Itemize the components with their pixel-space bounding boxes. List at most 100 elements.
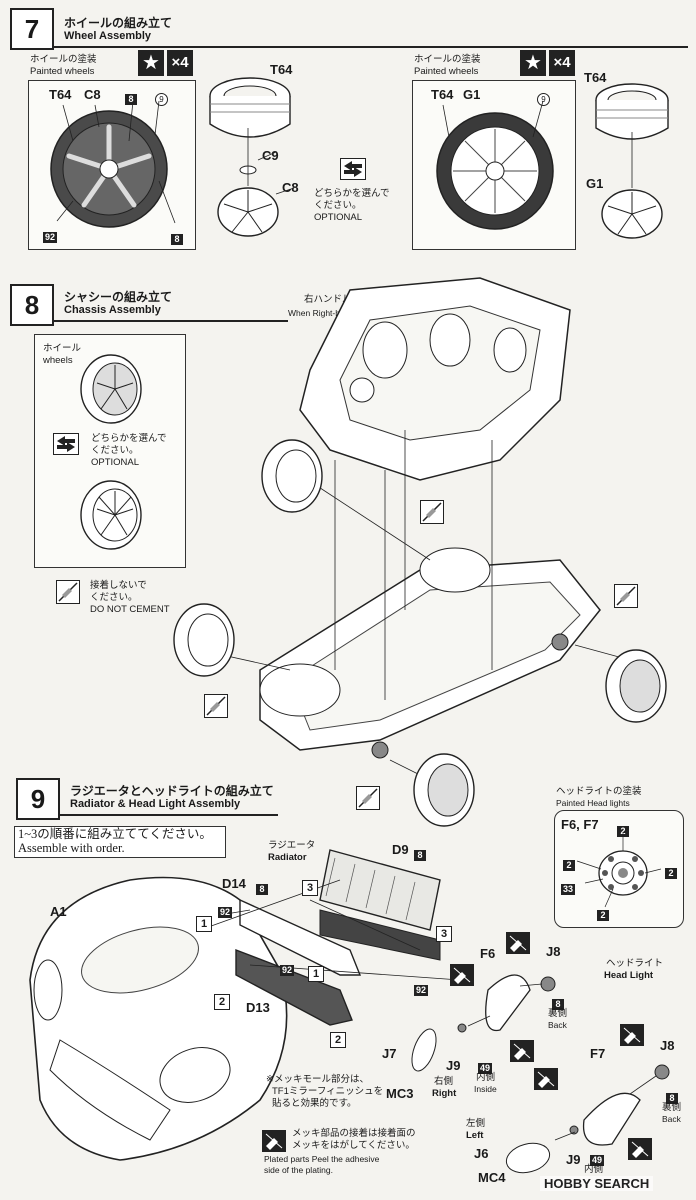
do-not-cement-icon-5 — [356, 786, 380, 810]
step-7-rule — [52, 46, 688, 48]
part-t64-center: T64 — [270, 62, 293, 77]
front-assembly-drawing — [29, 849, 670, 1174]
step-7-title-jp: ホイールの組み立て — [64, 16, 173, 30]
color-8-badge: 8 — [125, 89, 137, 107]
back-jp-b: 裏側 — [662, 1102, 682, 1113]
plating-icon-4 — [534, 1068, 558, 1090]
order-3b: 3 — [436, 926, 452, 942]
rhd-note-en: When Right-hand drive. — [288, 308, 378, 318]
part-t64: T64 — [49, 87, 72, 102]
order-1a: 1 — [196, 916, 212, 932]
wheel-options-box: ホイール wheels どちらかを選んで ください。 OPTIONAL — [34, 334, 186, 568]
step-9-rule — [58, 814, 278, 816]
chassis-wheels — [173, 439, 667, 827]
step-9-title-en: Radiator & Head Light Assembly — [70, 798, 241, 810]
optional-en-b: OPTIONAL — [91, 457, 140, 468]
plating-icon-2 — [450, 964, 474, 986]
plating-jp-1: メッキ部品の接着は接着面の — [292, 1128, 416, 1139]
radiator-jp: ラジエータ — [268, 840, 316, 851]
part-j8-a: J8 — [546, 944, 561, 959]
j8-color-8-a: 8 — [552, 994, 564, 1012]
color-92-badge: 92 — [43, 232, 58, 243]
painted-headlights-en: Painted Head lights — [556, 798, 630, 808]
exploded-wheel-drawing — [209, 77, 295, 237]
silver-wheel-drawing — [436, 100, 554, 230]
part-j9-b: J9 — [566, 1152, 581, 1167]
hl-color-2c: 2 — [665, 863, 677, 881]
order-2a: 2 — [214, 994, 230, 1010]
assemble-order-note: 1~3の順番に組み立ててください。 Assemble with order. — [14, 826, 226, 858]
order-3a: 3 — [302, 880, 318, 896]
plating-icon-legend — [262, 1130, 286, 1152]
order-jp: 1~3の順番に組み立ててください。 — [18, 827, 212, 841]
optional-jp-1b: どちらかを選んで — [91, 433, 167, 444]
painted-wheels-en-right: Painted wheels — [414, 66, 479, 77]
part-j7: J7 — [382, 1046, 397, 1061]
no-cement-jp-1: 接着しないで — [90, 580, 147, 591]
part-j6: J6 — [474, 1146, 489, 1161]
color-9-circle: 9 — [155, 89, 168, 107]
color-92-b: 92 — [280, 965, 295, 976]
wheel-option-drawings — [80, 354, 142, 550]
part-c8: C8 — [84, 87, 101, 102]
dark-wheel-drawing — [50, 100, 176, 228]
step-9-number: 9 — [16, 778, 60, 820]
part-t64-right: T64 — [431, 87, 454, 102]
step-8-title-en: Chassis Assembly — [64, 304, 161, 316]
order-2b: 2 — [330, 1032, 346, 1048]
part-a1: A1 — [50, 904, 67, 919]
part-j9-a: J9 — [446, 1058, 461, 1073]
part-d14: D14 — [222, 876, 246, 891]
times-four-badge-right: ×4 — [549, 50, 575, 76]
times-four-badge: ×4 — [167, 50, 193, 76]
paint-star-icon-right: ★ — [520, 50, 546, 76]
painted-wheel-box-left: T64 C8 8 9 92 8 — [28, 80, 196, 250]
color-92-c: 92 — [414, 985, 429, 996]
painted-wheel-box-right: T64 G1 9 — [412, 80, 576, 250]
back-en-a: Back — [548, 1020, 567, 1030]
d9-color-8: 8 — [414, 845, 426, 863]
color-8-badge-lower: 8 — [171, 229, 183, 247]
j9-color-49-a: 49 — [478, 1063, 493, 1074]
part-d9: D9 — [392, 842, 409, 857]
part-g1: G1 — [463, 87, 481, 102]
mirror-note-3: 貼ると効果的です。 — [272, 1098, 357, 1109]
color-92-a: 92 — [218, 907, 233, 918]
back-jp-a: 裏側 — [548, 1008, 568, 1019]
step-9-title-jp: ラジエータとヘッドライトの組み立て — [70, 784, 274, 798]
hl-color-33: 33 — [561, 884, 576, 895]
optional-en: OPTIONAL — [314, 212, 363, 223]
exploded-wheel-right-drawing — [595, 83, 669, 239]
step-7-title-en: Wheel Assembly — [64, 30, 152, 42]
painted-wheels-en: Painted wheels — [30, 66, 95, 77]
right-en: Right — [432, 1088, 457, 1099]
optional-swap-icon — [340, 158, 366, 180]
no-cement-en: DO NOT CEMENT — [90, 604, 170, 615]
part-f7: F7 — [590, 1046, 606, 1061]
inside-jp-a: 内側 — [476, 1072, 496, 1083]
no-cement-jp-2: ください。 — [90, 592, 138, 603]
step-7-number: 7 — [10, 8, 54, 50]
part-d13: D13 — [246, 1000, 270, 1015]
do-not-cement-icon-3 — [614, 584, 638, 608]
plating-icon-1 — [506, 932, 530, 954]
mirror-note-1: ※メッキモール部分は、 — [266, 1074, 369, 1085]
order-1b: 1 — [308, 966, 324, 982]
paint-star-icon: ★ — [138, 50, 164, 76]
plating-en-1: Plated parts Peel the adhesive — [264, 1154, 380, 1164]
chassis-assembly-drawing — [173, 277, 667, 827]
wheels-en: wheels — [43, 355, 73, 366]
headlight-paint-box: F6, F7 2 2 2 2 33 — [554, 810, 684, 928]
left-jp: 左側 — [466, 1118, 486, 1129]
hl-color-2a: 2 — [617, 821, 629, 839]
order-en: Assemble with order. — [18, 841, 125, 855]
optional-jp-2: ください。 — [314, 200, 362, 211]
step-8-title-jp: シャシーの組み立て — [64, 290, 173, 304]
part-f6: F6 — [480, 946, 496, 961]
radiator-en: Radiator — [268, 852, 307, 863]
watermark: HOBBY SEARCH — [540, 1176, 654, 1191]
plating-icon-3 — [510, 1040, 534, 1062]
headlight-en: Head Light — [604, 970, 654, 981]
optional-swap-icon-2 — [53, 433, 79, 455]
mirror-note-2: TF1ミラーフィニッシュを — [272, 1086, 384, 1097]
